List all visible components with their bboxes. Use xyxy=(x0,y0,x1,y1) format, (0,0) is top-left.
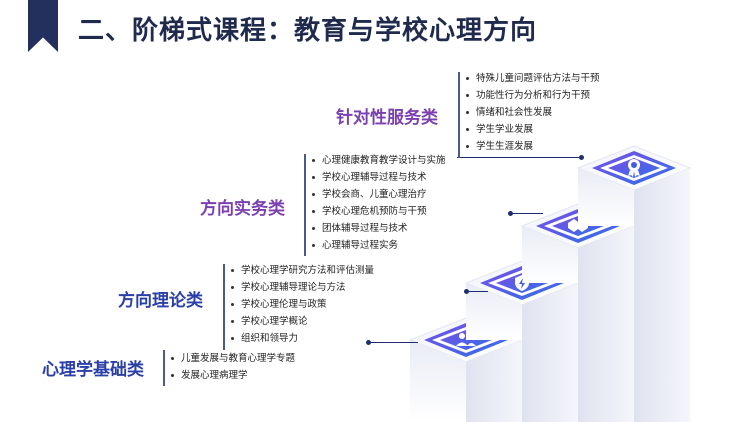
category-label-theory: 方向理论类 xyxy=(118,291,203,311)
list-item: 学生生涯发展 xyxy=(464,138,600,155)
category-divider xyxy=(163,350,165,386)
category-items-foundation: 儿童发展与教育心理学专题 发展心理病理学 xyxy=(169,350,295,384)
leader-dot-2 xyxy=(464,289,469,294)
list-item: 组织和领导力 xyxy=(229,330,374,347)
list-item: 学校心理伦理与政策 xyxy=(229,296,374,313)
list-item: 学校心理辅导过程与技术 xyxy=(310,169,446,186)
category-divider xyxy=(458,72,460,158)
leader-dot-3 xyxy=(508,211,513,216)
leader-line-2 xyxy=(466,291,488,292)
leader-dot-4 xyxy=(579,155,584,160)
list-item: 学生学业发展 xyxy=(464,121,600,138)
list-item: 学校会商、儿童心理治疗 xyxy=(310,186,446,203)
list-item: 团体辅导过程与技术 xyxy=(310,220,446,237)
category-divider xyxy=(304,154,306,256)
award-ribbon-icon xyxy=(628,159,640,177)
list-item: 发展心理病理学 xyxy=(169,367,295,384)
list-item: 儿童发展与教育心理学专题 xyxy=(169,350,295,367)
leader-line-4 xyxy=(457,157,583,158)
list-item: 特殊儿童问题评估方法与干预 xyxy=(464,70,600,87)
category-items-theory: 学校心理学研究方法和评估测量 学校心理辅导理论与方法 学校心理伦理与政策 学校心… xyxy=(229,262,374,347)
list-item: 功能性行为分析和行为干预 xyxy=(464,87,600,104)
leader-line-3 xyxy=(510,213,543,214)
people-icon xyxy=(456,333,476,346)
category-divider xyxy=(223,264,225,350)
category-items-targeted-services: 特殊儿童问题评估方法与干预 功能性行为分析和行为干预 情绪和社会性发展 学生学业… xyxy=(464,70,600,155)
leader-line-1 xyxy=(368,342,418,343)
handshake-icon xyxy=(568,219,588,232)
category-items-practice: 心理健康教育教学设计与实施 学校心理辅导过程与技术 学校会商、儿童心理治疗 学校… xyxy=(310,152,446,254)
lightning-shield-icon xyxy=(515,275,529,291)
category-label-practice: 方向实务类 xyxy=(200,199,285,219)
page-title: 二、阶梯式课程：教育与学校心理方向 xyxy=(78,16,538,46)
category-label-foundation: 心理学基础类 xyxy=(42,360,144,380)
list-item: 学校心理学概论 xyxy=(229,313,374,330)
category-label-targeted-services: 针对性服务类 xyxy=(336,108,438,128)
list-item: 学校心理辅导理论与方法 xyxy=(229,279,374,296)
list-item: 心理辅导过程实务 xyxy=(310,237,446,254)
stair-step-4 xyxy=(576,145,692,422)
list-item: 学校心理学研究方法和评估测量 xyxy=(229,262,374,279)
list-item: 情绪和社会性发展 xyxy=(464,104,600,121)
list-item: 学校心理危机预防与干预 xyxy=(310,203,446,220)
list-item: 心理健康教育教学设计与实施 xyxy=(310,152,446,169)
leader-dot-1 xyxy=(366,340,371,345)
